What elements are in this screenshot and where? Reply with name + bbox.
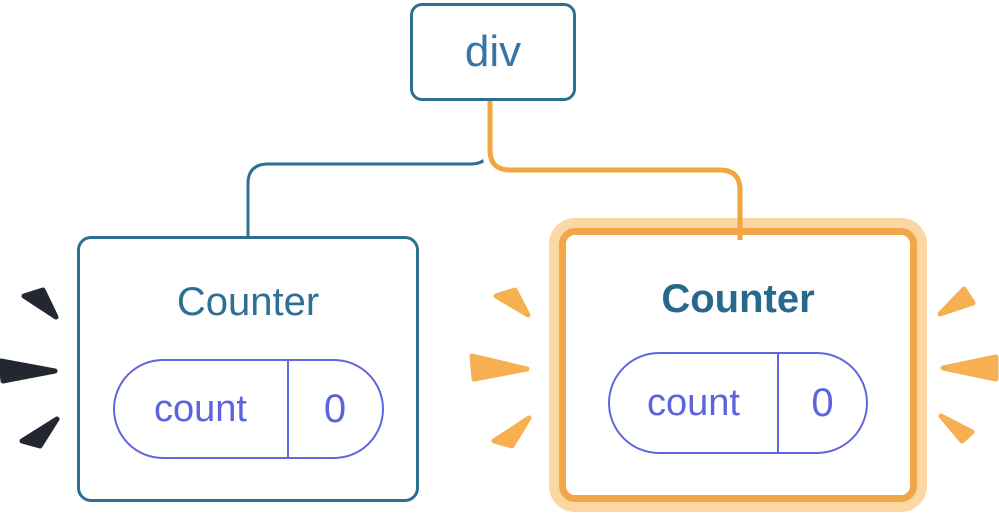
state-value: 0 bbox=[323, 386, 347, 431]
counter-title: Counter bbox=[661, 277, 815, 321]
sparkle-icon bbox=[938, 413, 975, 444]
state-pill: count 0 bbox=[608, 352, 868, 454]
right-card-sparkles-right bbox=[937, 286, 999, 444]
connector-right-branch-casing bbox=[482, 99, 748, 219]
sparkle-icon bbox=[491, 415, 532, 449]
root-div-label: div bbox=[464, 27, 522, 76]
sparkle-icon bbox=[0, 358, 58, 384]
right-counter-card: Counter count 0 bbox=[559, 228, 917, 502]
state-key-label: count bbox=[115, 361, 289, 457]
state-pill: count 0 bbox=[112, 359, 384, 459]
highlight-ring: Counter count 0 bbox=[549, 218, 927, 512]
sparkle-icon bbox=[19, 416, 60, 449]
sparkle-icon bbox=[21, 287, 59, 320]
connector-left-branch bbox=[246, 99, 492, 238]
left-counter-card: Counter count 0 bbox=[77, 236, 419, 502]
counter-title: Counter bbox=[176, 280, 320, 324]
right-card-sparkles-left bbox=[469, 287, 532, 449]
state-value: 0 bbox=[811, 380, 834, 425]
sparkle-icon bbox=[469, 353, 530, 382]
root-div-node: div bbox=[410, 3, 576, 101]
connector-right-branch bbox=[487, 99, 743, 219]
sparkle-icon bbox=[493, 287, 531, 318]
left-card-sparkles bbox=[0, 287, 60, 449]
sparkle-icon bbox=[940, 354, 999, 382]
sparkle-icon bbox=[937, 286, 976, 317]
state-key-label: count bbox=[610, 354, 779, 452]
